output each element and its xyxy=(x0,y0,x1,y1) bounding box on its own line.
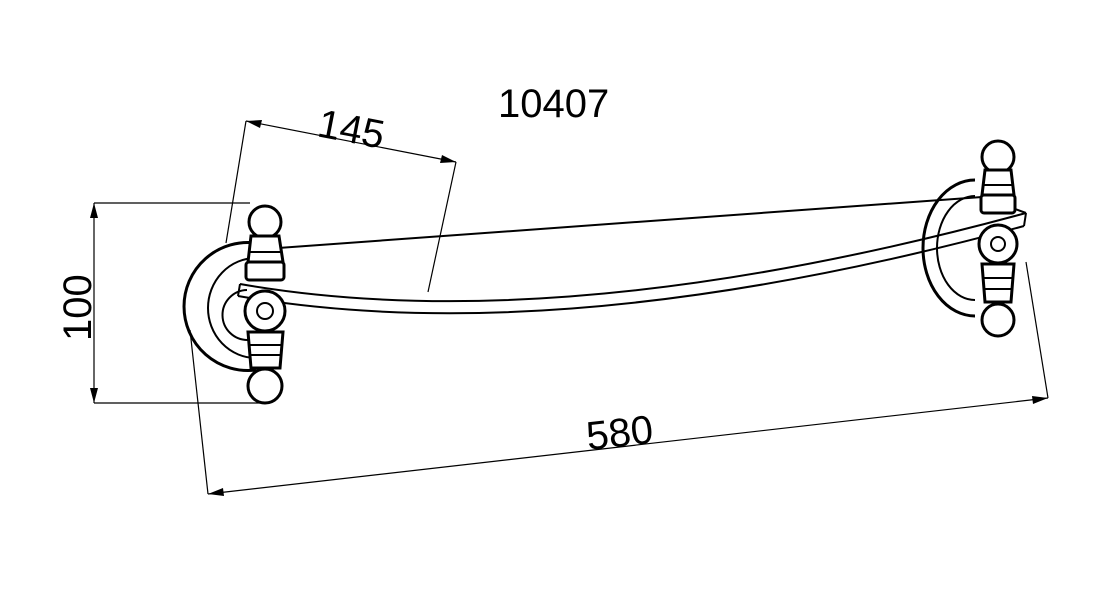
dimension-width-label: 580 xyxy=(584,408,655,459)
dimension-width: 580 xyxy=(189,261,1049,496)
right-bracket xyxy=(921,139,1019,338)
model-number: 10407 xyxy=(498,82,609,126)
dimension-depth-label: 145 xyxy=(314,102,388,158)
dimension-height: 100 xyxy=(56,202,262,404)
dimension-height-label: 100 xyxy=(56,274,100,341)
left-bracket xyxy=(182,204,287,405)
glass-shelf xyxy=(237,196,1027,315)
